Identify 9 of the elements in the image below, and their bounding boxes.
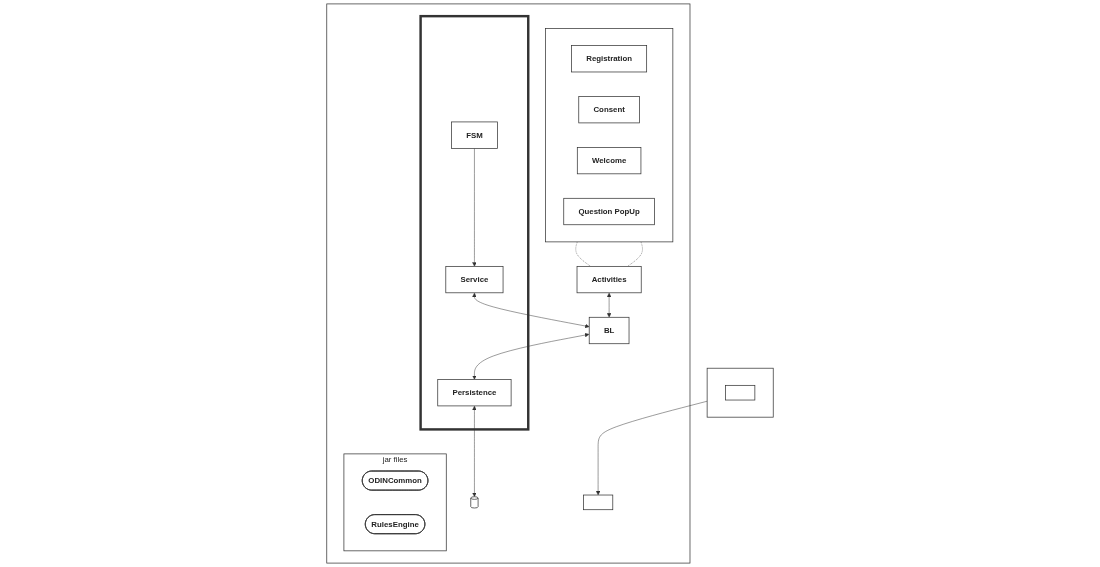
cluster bbox=[545, 28, 674, 243]
cluster bbox=[419, 14, 530, 431]
node-cylinder bbox=[470, 496, 479, 509]
cluster bbox=[706, 367, 774, 418]
connector bbox=[575, 241, 591, 267]
node-box bbox=[725, 384, 756, 401]
cluster bbox=[326, 3, 691, 564]
node-box bbox=[583, 494, 614, 511]
connector bbox=[627, 241, 643, 267]
